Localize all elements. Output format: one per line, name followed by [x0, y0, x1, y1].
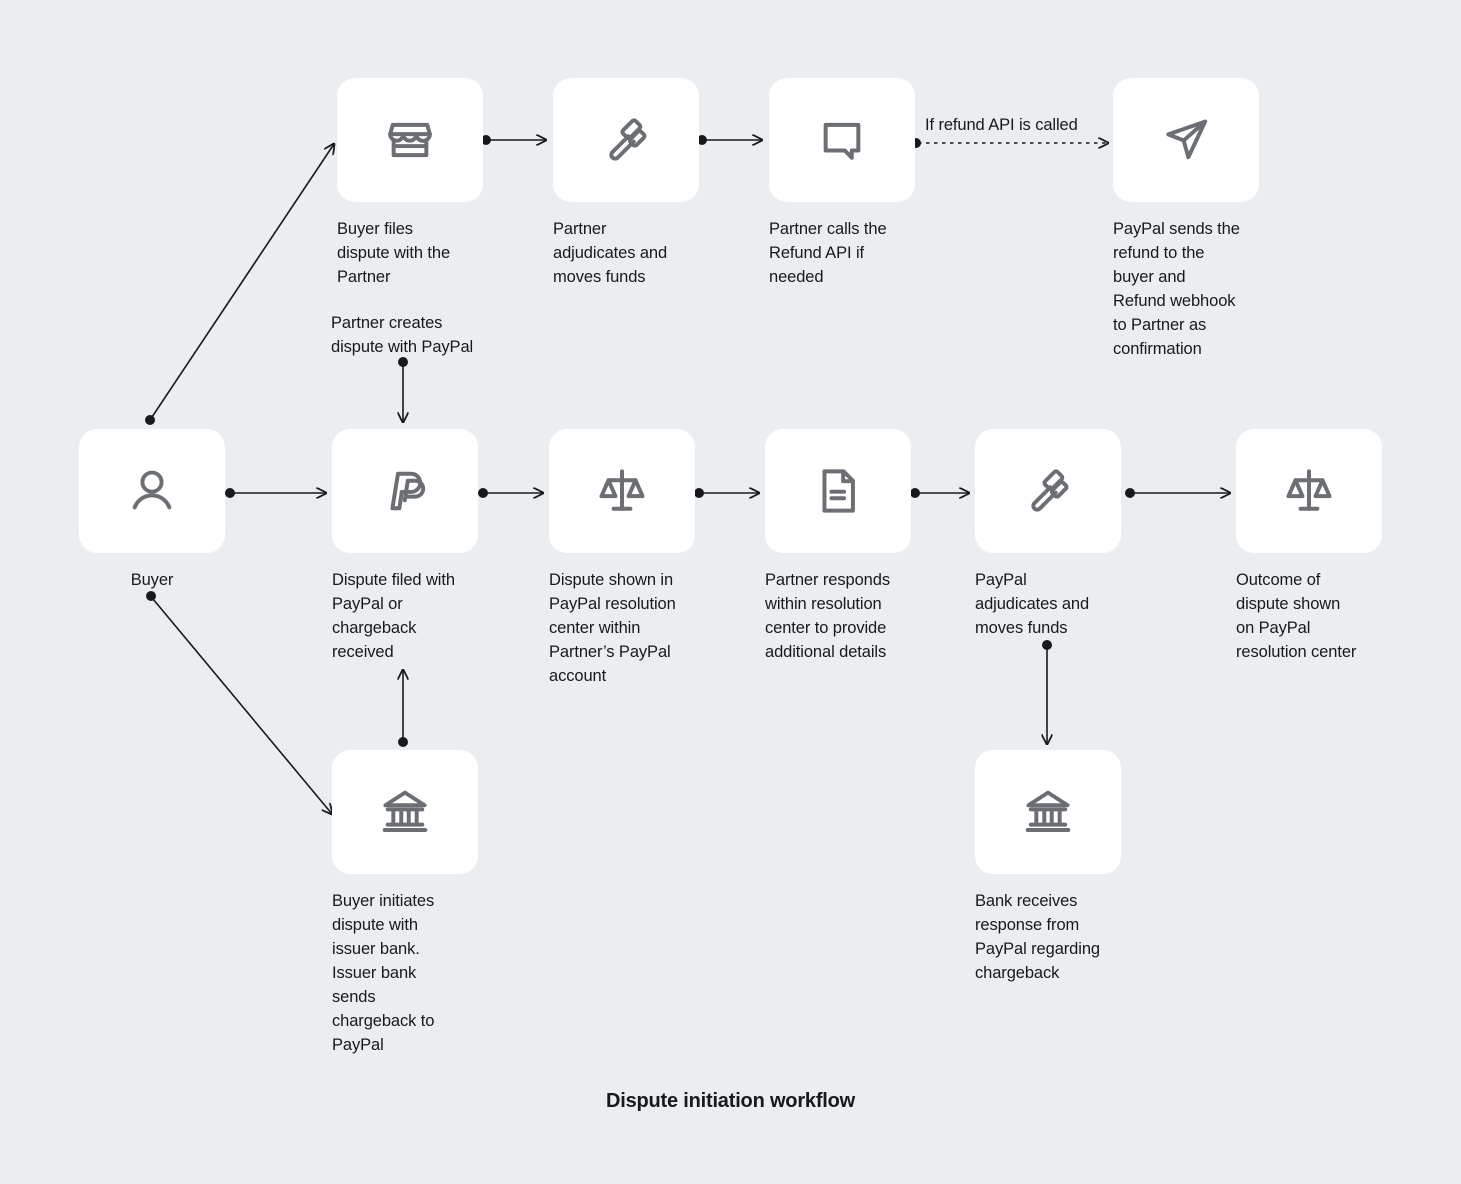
send-icon [1166, 119, 1208, 160]
document-icon [822, 469, 855, 513]
diagram-title: Dispute initiation workflow [605, 1090, 856, 1112]
chat-bubble-icon [823, 122, 861, 160]
node-label-partner-responds: Partner responds within resolution cente… [765, 571, 890, 661]
storefront-icon [388, 122, 432, 158]
node-buyer-initiates-bank[interactable]: Buyer initiates dispute with issuer bank… [332, 750, 492, 1057]
node-dispute-shown[interactable]: Dispute shown in PayPal resolution cente… [549, 429, 709, 688]
node-label-partner-refund-api: Partner calls the Refund API if needed [769, 220, 887, 286]
node-bank-receives[interactable]: Bank receives response from PayPal regar… [975, 750, 1135, 985]
edge-buyer-to-dispute-filed [225, 488, 326, 498]
card-dispute-filed[interactable] [332, 429, 478, 553]
edge-buyer-to-buyer-files [145, 144, 334, 425]
gavel-icon [609, 118, 647, 161]
node-partner-responds[interactable]: Partner responds within resolution cente… [765, 429, 925, 664]
node-label-dispute-filed: Dispute filed with PayPal or chargeback … [332, 571, 455, 661]
node-outcome-shown[interactable]: Outcome of dispute shown on PayPal resol… [1236, 429, 1396, 664]
node-label-buyer-initiates-bank: Buyer initiates dispute with issuer bank… [332, 892, 435, 1054]
node-label-paypal-adjudicates: PayPal adjudicates and moves funds [975, 571, 1090, 637]
node-buyer[interactable]: Buyer [79, 429, 225, 592]
edge-refund-api-to-paypal-sends [911, 138, 1108, 148]
node-label-dispute-shown: Dispute shown in PayPal resolution cente… [549, 571, 676, 685]
edge-label-refund-api: If refund API is called [925, 116, 1078, 134]
card-outcome-shown[interactable] [1236, 429, 1382, 553]
bank-icon [382, 790, 428, 832]
person-icon [132, 470, 172, 510]
bank-icon [1025, 790, 1071, 832]
scales-icon [1286, 469, 1332, 511]
edge-label-partner-creates: Partner creates dispute with PayPal [331, 314, 474, 356]
card-buyer-initiates-bank[interactable] [332, 750, 478, 874]
node-partner-refund-api[interactable]: Partner calls the Refund API if needed [769, 78, 929, 289]
edge-paypal-adjudicates-to-outcome [1125, 488, 1230, 498]
node-paypal-adjudicates[interactable]: PayPal adjudicates and moves funds [975, 429, 1135, 640]
card-bank-receives[interactable] [975, 750, 1121, 874]
node-buyer-files[interactable]: Buyer files dispute with the Partner [337, 78, 497, 289]
card-partner-adjudicates[interactable] [553, 78, 699, 202]
card-partner-responds[interactable] [765, 429, 911, 553]
node-dispute-filed[interactable]: Dispute filed with PayPal or chargeback … [332, 429, 492, 664]
edge-partner-creates-to-dispute-filed [398, 357, 408, 422]
node-label-paypal-sends-refund: PayPal sends the refund to the buyer and… [1113, 220, 1240, 358]
card-buyer[interactable] [79, 429, 225, 553]
edge-bank-initiate-to-dispute-filed [398, 670, 408, 747]
node-label-bank-receives: Bank receives response from PayPal regar… [975, 892, 1100, 982]
scales-icon [599, 469, 645, 511]
node-partner-adjudicates[interactable]: Partner adjudicates and moves funds [553, 78, 713, 289]
node-label-buyer-files: Buyer files dispute with the Partner [337, 220, 451, 286]
card-buyer-files[interactable] [337, 78, 483, 202]
paypal-icon [390, 471, 426, 511]
card-partner-refund-api[interactable] [769, 78, 915, 202]
node-label-buyer: Buyer [130, 571, 174, 589]
edge-buyer-to-bank-initiate [146, 591, 332, 814]
node-label-partner-adjudicates: Partner adjudicates and moves funds [553, 220, 668, 286]
node-paypal-sends-refund[interactable]: PayPal sends the refund to the buyer and… [1113, 78, 1273, 361]
card-paypal-adjudicates[interactable] [975, 429, 1121, 553]
node-label-outcome-shown: Outcome of dispute shown on PayPal resol… [1236, 571, 1357, 661]
gavel-icon [1031, 469, 1069, 512]
card-dispute-shown[interactable] [549, 429, 695, 553]
card-paypal-sends-refund[interactable] [1113, 78, 1259, 202]
edge-paypal-adjudicates-to-bank-receives [1042, 640, 1052, 744]
